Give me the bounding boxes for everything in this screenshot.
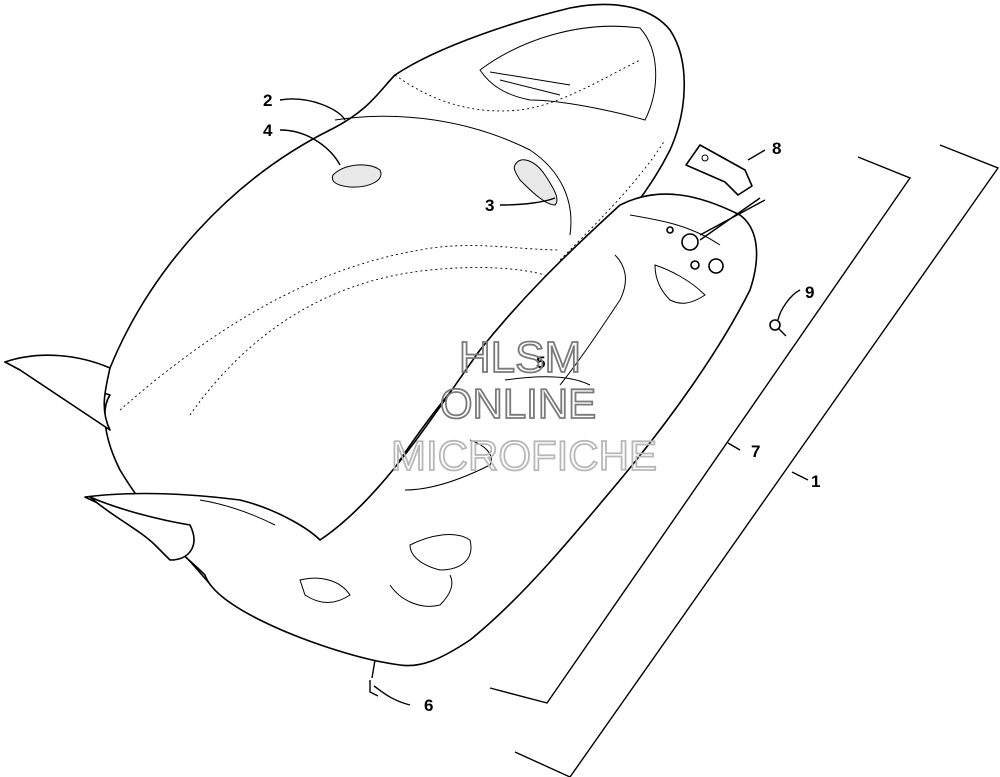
callout-2: 2	[263, 91, 272, 110]
callout-7: 7	[751, 442, 760, 461]
callout-9: 9	[805, 283, 814, 302]
leader-lines	[279, 98, 1000, 777]
clip-part-6	[369, 680, 379, 697]
patch-part-4	[331, 164, 382, 188]
watermark: HLSM ONLINE MICROFICHE	[390, 332, 658, 480]
patch-part-3	[513, 159, 558, 206]
callout-8: 8	[772, 139, 781, 158]
callout-4: 4	[263, 121, 273, 140]
callout-1: 1	[811, 472, 820, 491]
watermark-line-2: ONLINE	[440, 380, 596, 427]
callout-5: 5	[536, 353, 545, 372]
seat-cover	[4, 3, 686, 591]
latch-cluster	[666, 226, 724, 274]
watermark-line-3: MICROFICHE	[391, 432, 657, 479]
bracket-part-8	[685, 144, 753, 196]
watermark-line-1: HLSM	[459, 333, 581, 382]
fastener-part-9	[769, 319, 787, 337]
callout-3: 3	[485, 196, 494, 215]
seat-base	[84, 193, 758, 667]
callout-6: 6	[424, 696, 433, 715]
